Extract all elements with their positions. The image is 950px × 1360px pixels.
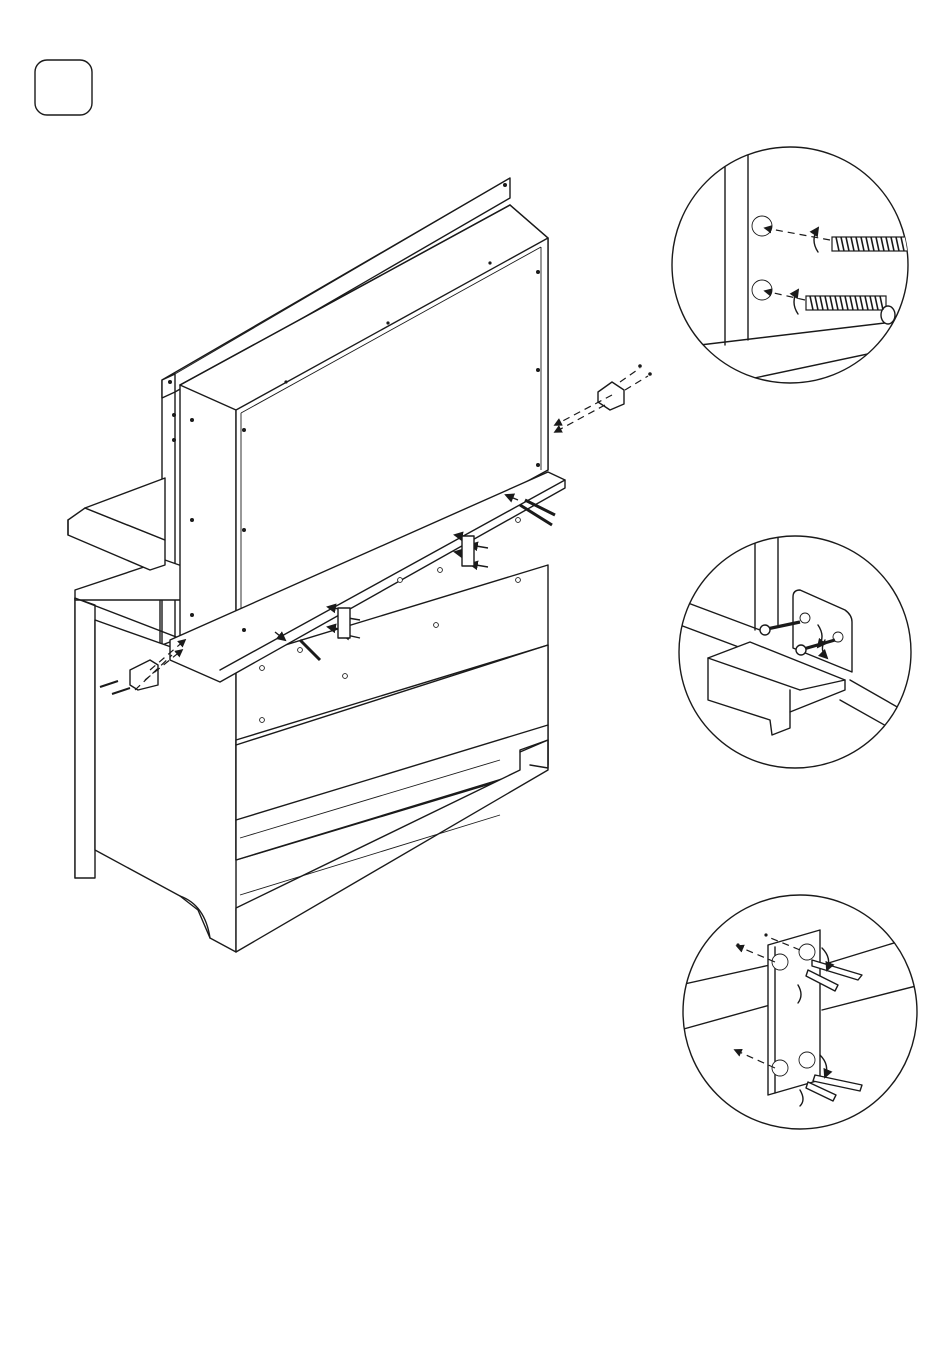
detail-circle-bracket [679,535,920,768]
right-bracket [555,364,652,432]
step-badge [35,60,92,115]
hutch-side-panel [180,385,236,650]
furniture-assembly [68,178,652,952]
detail-circle-dowel-screws [672,140,912,383]
detail-circle-plate [680,895,920,1129]
bracket-plate [793,590,852,672]
